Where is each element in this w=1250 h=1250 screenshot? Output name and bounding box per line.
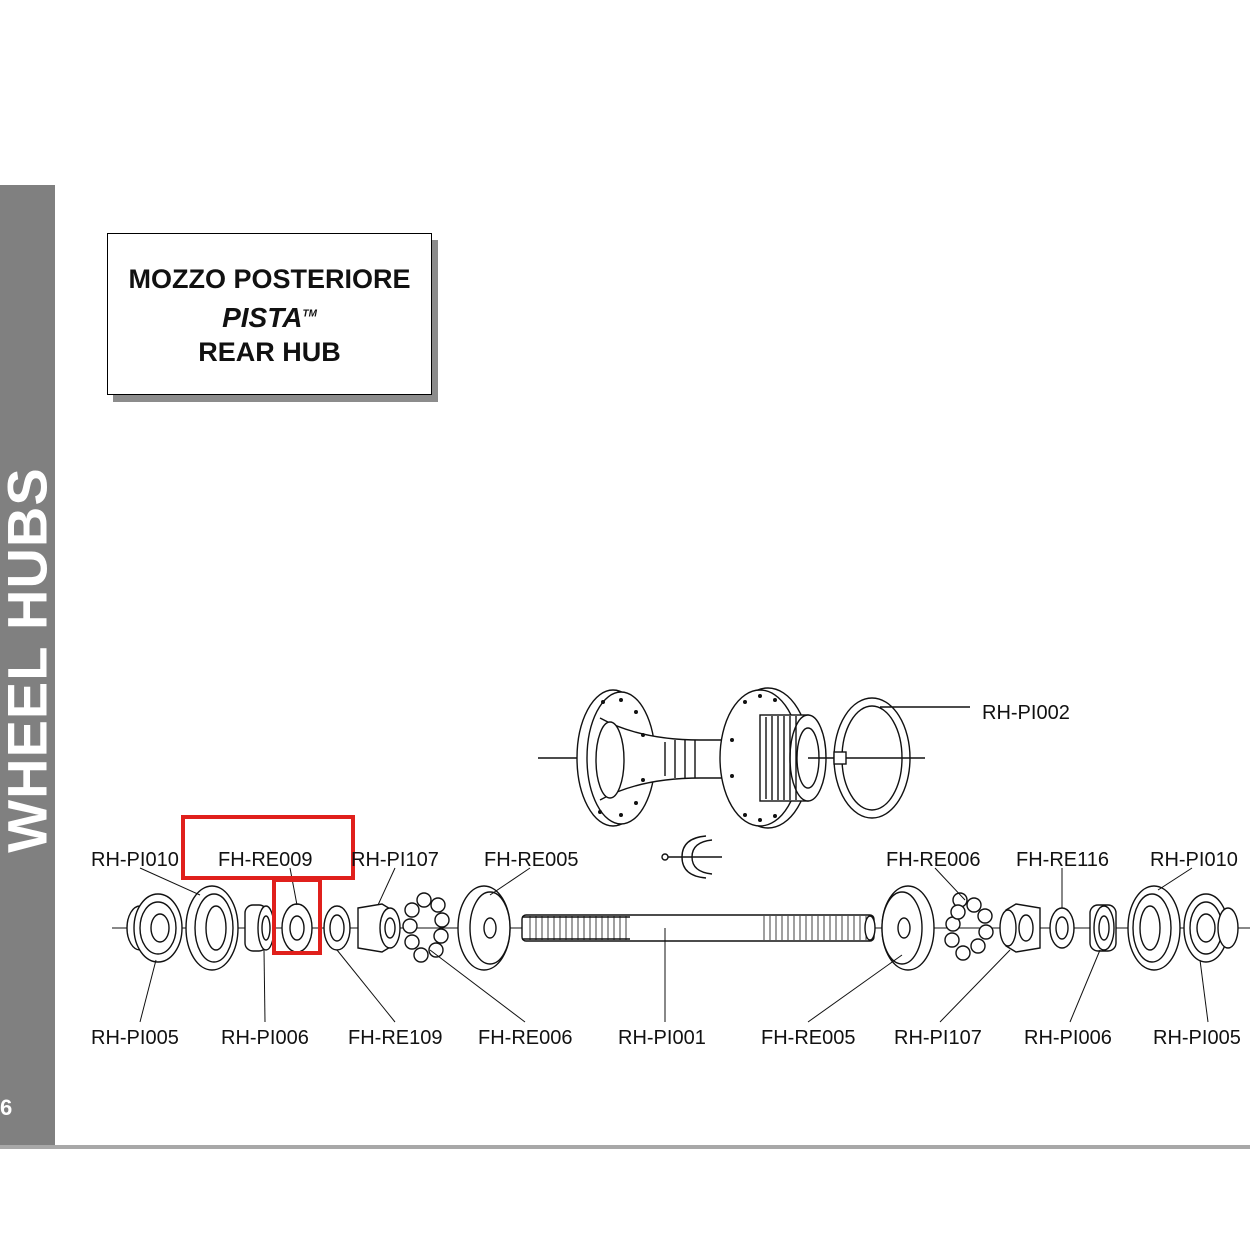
right-nut-drawing bbox=[1183, 893, 1239, 963]
axle-drawing bbox=[521, 914, 876, 942]
label-rh-pi002: RH-PI002 bbox=[982, 702, 1070, 724]
title-italian: MOZZO POSTERIORE bbox=[128, 264, 411, 294]
left-cone-washer-drawing bbox=[185, 885, 239, 971]
page-number: 6 bbox=[0, 1095, 13, 1120]
pista-logo-text: PISTA bbox=[222, 302, 303, 333]
side-bar bbox=[0, 185, 55, 1145]
label-bot-rh-pi005-right: RH-PI005 bbox=[1153, 1027, 1241, 1049]
left-bearing-balls-drawing bbox=[402, 892, 450, 963]
label-bot-rh-pi001: RH-PI001 bbox=[618, 1027, 706, 1049]
label-top-rh-pi010-right: RH-PI010 bbox=[1150, 849, 1238, 871]
lockring-drawing bbox=[833, 697, 970, 819]
left-nut-drawing bbox=[126, 893, 183, 963]
left-spacer-drawing bbox=[244, 904, 275, 952]
right-spacer-drawing bbox=[1089, 904, 1117, 952]
label-bot-rh-pi005-left: RH-PI005 bbox=[91, 1027, 179, 1049]
label-bot-fh-re109: FH-RE109 bbox=[348, 1027, 442, 1049]
label-top-fh-re006: FH-RE006 bbox=[886, 849, 980, 871]
right-cone-washer-drawing bbox=[1127, 885, 1181, 971]
right-bearing-balls-drawing bbox=[944, 892, 994, 961]
right-bearing-cup-drawing bbox=[881, 885, 935, 971]
leader-lines bbox=[139, 867, 1209, 1023]
right-cone-drawing bbox=[999, 903, 1041, 953]
label-bot-rh-pi006-left: RH-PI006 bbox=[221, 1027, 309, 1049]
title-logo: PISTATM bbox=[108, 302, 431, 334]
highlighted-washer-drawing bbox=[281, 903, 313, 953]
title-box: MOZZO POSTERIORE PISTATM REAR HUB bbox=[107, 233, 432, 395]
label-top-fh-re116: FH-RE116 bbox=[1016, 849, 1109, 871]
bottom-rule bbox=[0, 1145, 1250, 1149]
label-bot-fh-re005: FH-RE005 bbox=[761, 1027, 855, 1049]
label-top-fh-re009: FH-RE009 bbox=[218, 849, 312, 871]
left-cone-drawing bbox=[357, 903, 401, 953]
label-top-rh-pi010-left: RH-PI010 bbox=[91, 849, 179, 871]
highlight-box-part bbox=[272, 878, 322, 955]
left-bearing-cup-drawing bbox=[457, 885, 511, 971]
label-top-fh-re005: FH-RE005 bbox=[484, 849, 578, 871]
label-top-rh-pi107: RH-PI107 bbox=[351, 849, 439, 871]
right-washer-drawing bbox=[1049, 907, 1075, 949]
highlight-box-label bbox=[181, 815, 355, 880]
trademark-mark: TM bbox=[302, 308, 317, 320]
title-english: REAR HUB bbox=[198, 337, 341, 367]
label-bot-rh-pi107: RH-PI107 bbox=[894, 1027, 982, 1049]
label-bot-fh-re006: FH-RE006 bbox=[478, 1027, 572, 1049]
label-bot-rh-pi006-right: RH-PI006 bbox=[1024, 1027, 1112, 1049]
seal-ring-drawing bbox=[323, 905, 351, 951]
hub-body-drawing bbox=[538, 687, 835, 829]
clip-drawing bbox=[661, 835, 722, 879]
